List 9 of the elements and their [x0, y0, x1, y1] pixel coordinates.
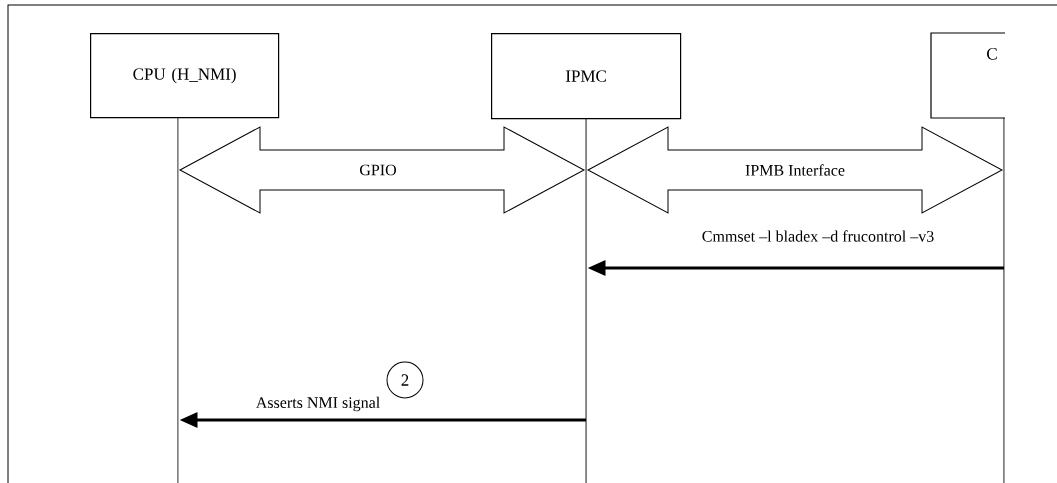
edge-label: Cmmset –l bladex –d frucontrol –v3 — [702, 230, 934, 242]
edge-label: IPMB Interface — [745, 164, 845, 176]
participant-box: CPU (H_NMI) — [90, 33, 280, 119]
participant-box: IPMC — [491, 33, 682, 120]
edge-label: GPIO — [360, 164, 396, 176]
double-arrow — [587, 126, 1003, 214]
participant-box: C — [930, 32, 1006, 119]
double-arrow — [179, 126, 585, 214]
edge-label: Asserts NMI signal — [255, 396, 380, 412]
